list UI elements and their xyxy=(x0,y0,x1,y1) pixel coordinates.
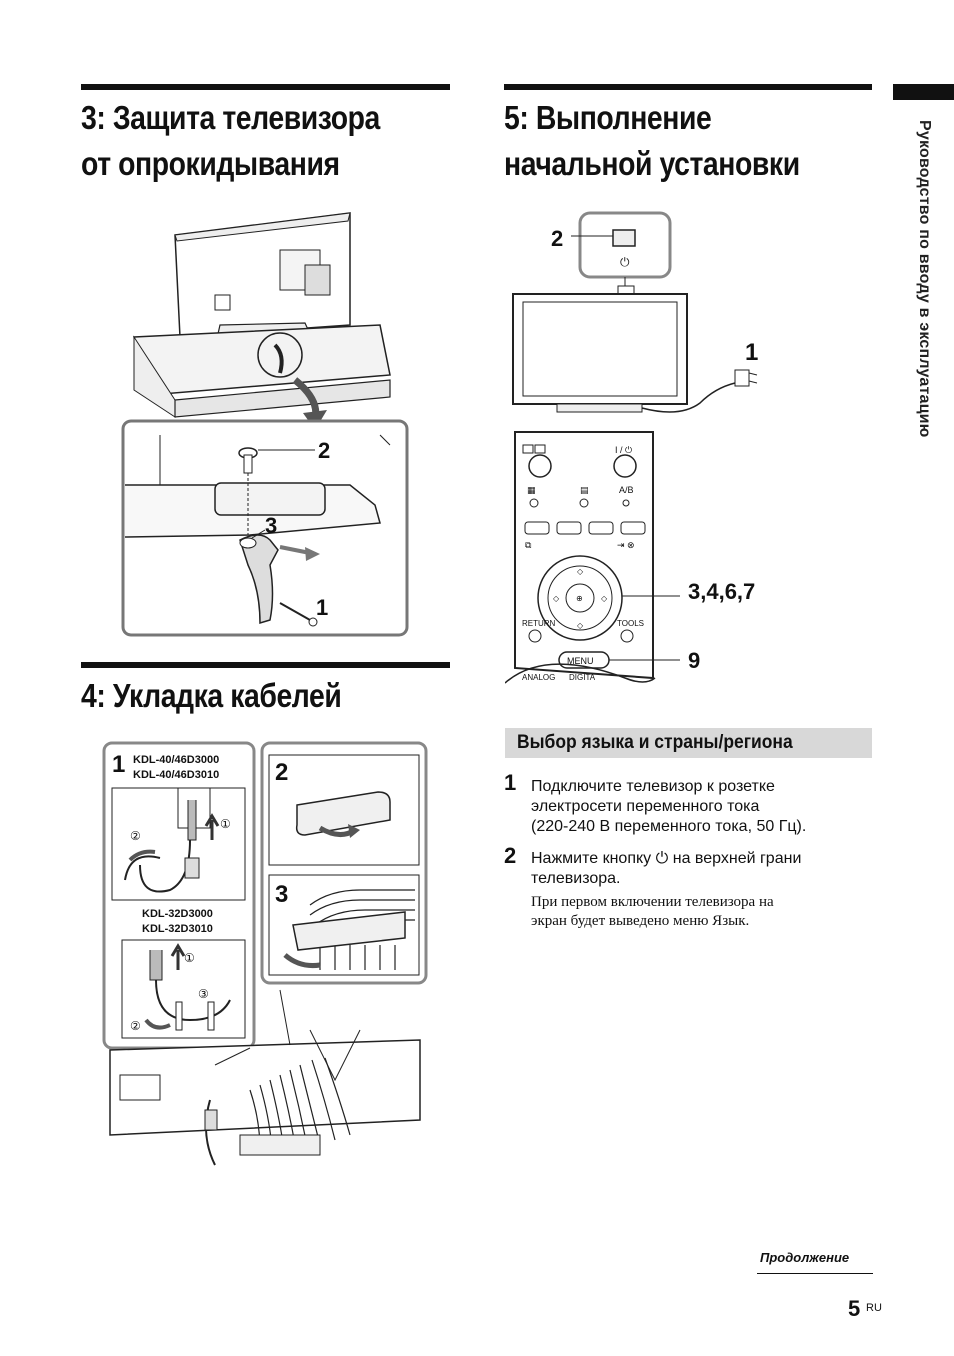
section3-illustration: 2 3 1 xyxy=(121,212,409,637)
models-a-line2: KDL-40/46D3010 xyxy=(133,769,219,781)
power-icon: ⏻ xyxy=(620,255,630,269)
remote-tools-label: TOOLS xyxy=(617,619,644,628)
page-number: 5 xyxy=(848,1296,861,1321)
side-tab-label: Руководство по вводу в эксплуатацию xyxy=(916,120,933,438)
mark-2b: ② xyxy=(130,1019,141,1033)
svg-text:◇: ◇ xyxy=(553,594,560,603)
step1-line2: электросети переменного тока xyxy=(531,798,760,815)
step2-line1-start: Нажмите кнопку xyxy=(531,850,652,867)
section5-illustration: ⏻ 2 1 I / ⏻ ▦ ▤ A/B ⧉ ⇥ ⊗ ◇ ◇ ◇ ◇ ⊕ RETU… xyxy=(505,211,758,684)
step2-number: 2 xyxy=(504,843,517,868)
panel1-number: 1 xyxy=(112,751,125,778)
subsection-header: Выбор языка и страны/региона xyxy=(505,728,872,758)
side-tab-bar xyxy=(893,84,954,100)
models-a-line1: KDL-40/46D3000 xyxy=(133,754,219,766)
callout-menu: 9 xyxy=(688,648,700,673)
continued-label: Продолжение xyxy=(760,1250,850,1265)
remote-analog-label: ANALOG xyxy=(522,673,555,682)
section3-title-line2: от опрокидывания xyxy=(81,145,340,182)
mark-1a: ① xyxy=(220,817,231,831)
svg-text:◇: ◇ xyxy=(577,621,584,630)
svg-text:⊕: ⊕ xyxy=(576,594,583,603)
svg-text:⧉: ⧉ xyxy=(525,540,532,550)
svg-text:⇥ ⊗: ⇥ ⊗ xyxy=(617,540,635,550)
step1-line3: (220-240 В переменного тока, 50 Гц). xyxy=(531,818,807,835)
power-icon: ⏻ xyxy=(655,850,669,867)
remote-menu-label: MENU xyxy=(567,656,594,666)
callout-2: 2 xyxy=(318,438,330,463)
section4-rule xyxy=(81,662,450,668)
zoom-circle xyxy=(257,332,303,378)
remote-ab-label: A/B xyxy=(619,485,634,495)
note-line2: экран будет выведено меню Язык. xyxy=(531,913,750,929)
power-button xyxy=(612,229,636,247)
svg-text:▤: ▤ xyxy=(580,485,589,495)
strap xyxy=(239,534,279,625)
step2-line1: Нажмите кнопку ⏻ на верхней грани xyxy=(531,849,801,869)
page-language: RU xyxy=(866,1302,882,1314)
remote-io-label: I / ⏻ xyxy=(615,445,632,455)
note-line1: При первом включении телевизора на xyxy=(531,894,774,910)
section3-rule xyxy=(81,84,450,90)
section5-title-line2: начальной установки xyxy=(504,145,800,182)
svg-text:◇: ◇ xyxy=(601,594,608,603)
step1-line1: Подключите телевизор к розетке xyxy=(531,778,775,795)
step1-number: 1 xyxy=(504,770,517,795)
step2-line1-end: на верхней грани xyxy=(672,850,802,867)
svg-text:◇: ◇ xyxy=(577,567,584,576)
callout-plug: 1 xyxy=(745,339,758,366)
callout-1: 1 xyxy=(316,595,328,620)
section5-title-line1: 5: Выполнение xyxy=(504,99,712,136)
section5-rule xyxy=(504,84,872,90)
mark-1b: ① xyxy=(184,951,195,965)
models-b-line2: KDL-32D3010 xyxy=(142,923,213,935)
callout-3: 3 xyxy=(265,513,277,538)
remote-return-label: RETURN xyxy=(522,619,556,628)
step2-line2: телевизора. xyxy=(531,870,621,887)
mark-3b: ③ xyxy=(198,987,209,1001)
panel2-number: 2 xyxy=(275,759,288,786)
mark-2a: ② xyxy=(130,829,141,843)
section4-title: 4: Укладка кабелей xyxy=(81,677,342,714)
callout-power: 2 xyxy=(551,226,563,251)
svg-text:▦: ▦ xyxy=(527,485,536,495)
section3-title-line1: 3: Защита телевизора xyxy=(81,99,380,136)
models-b-line1: KDL-32D3000 xyxy=(142,908,213,920)
callout-dpad: 3,4,6,7 xyxy=(688,579,755,604)
continued-rule xyxy=(757,1273,873,1274)
remote-digital-label: DIGITA xyxy=(569,673,596,682)
section4-illustration: 1 KDL-40/46D3000 KDL-40/46D3010 ① ② KDL-… xyxy=(102,741,428,1166)
panel3-number: 3 xyxy=(275,881,288,908)
